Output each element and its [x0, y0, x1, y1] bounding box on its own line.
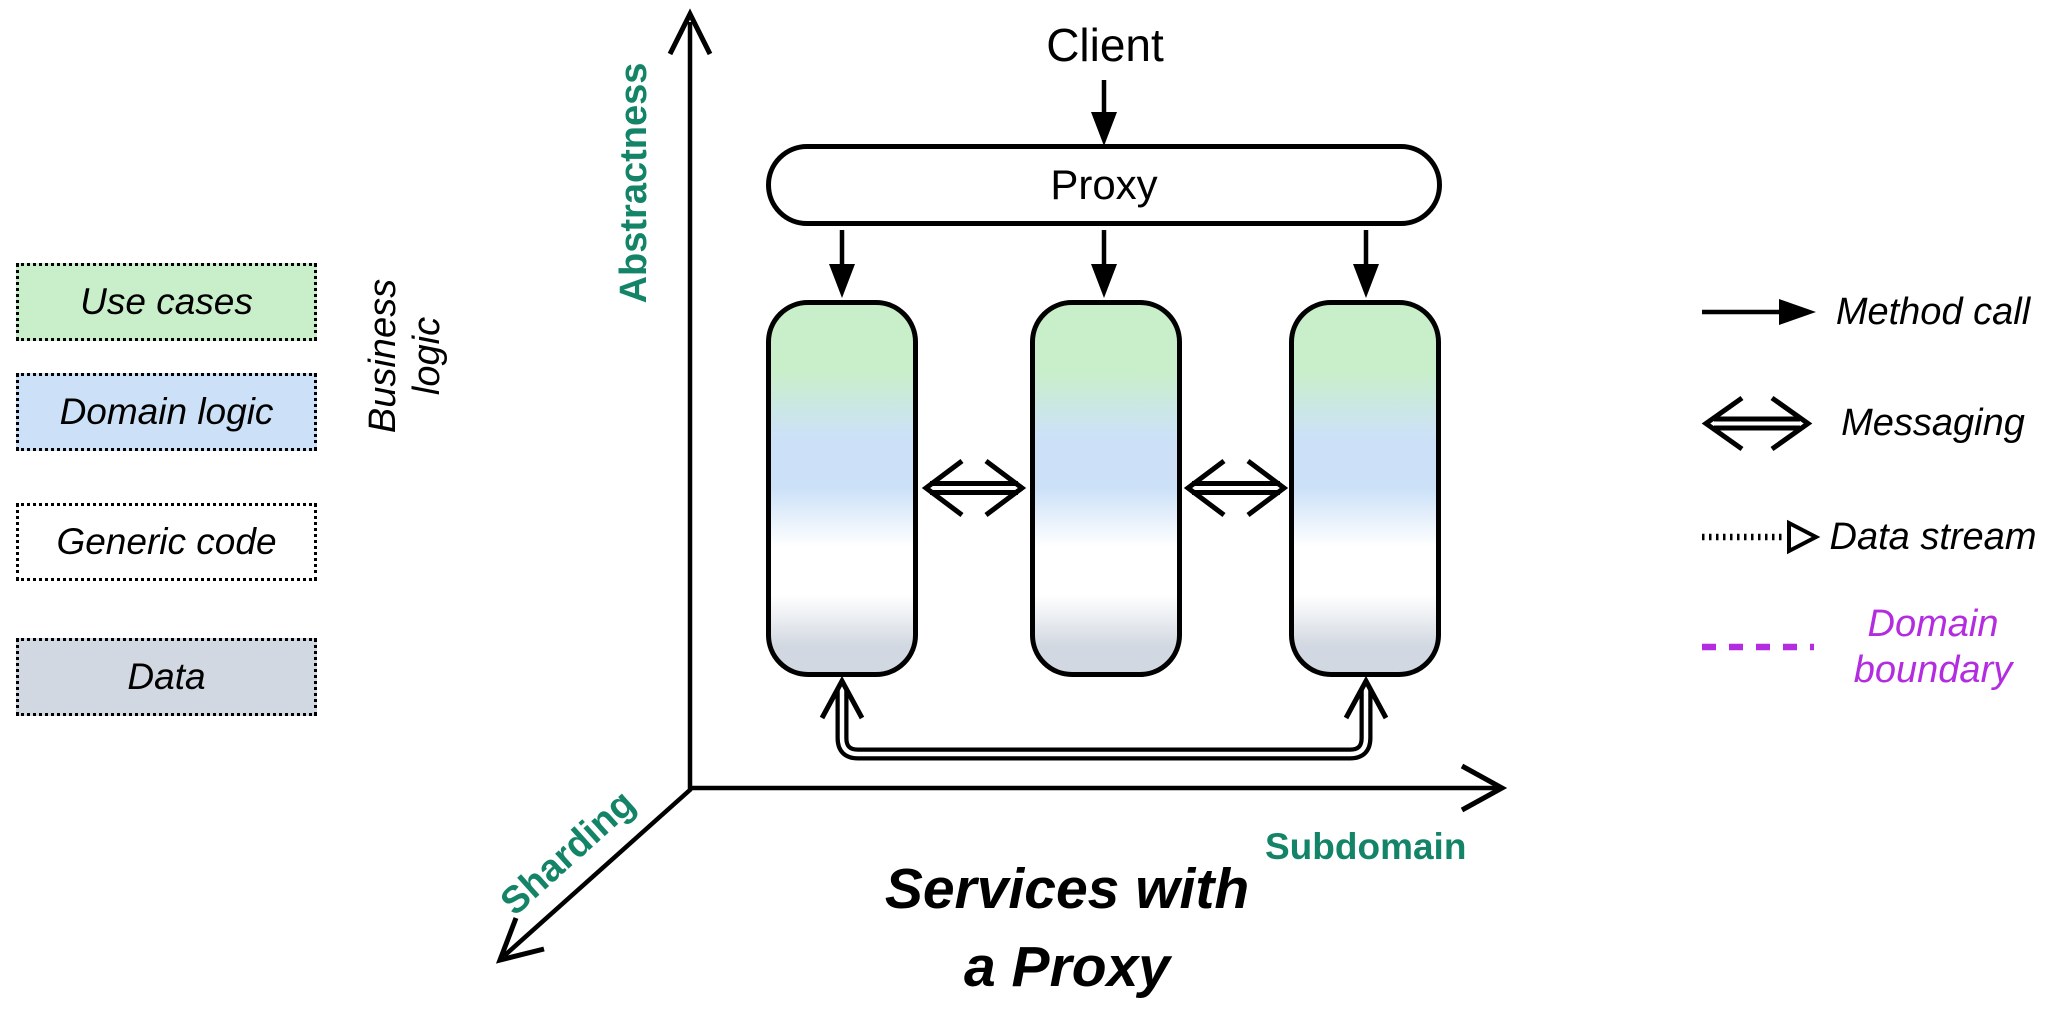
proxy-node: Proxy — [766, 144, 1442, 226]
domain-boundary-label: Domain boundary — [1823, 601, 2043, 693]
abstractness-axis-label: Abstractness — [611, 33, 657, 333]
domain-boundary-line2: boundary — [1853, 649, 2013, 691]
layer-legend-label: Data — [127, 656, 206, 697]
messaging-arrow-2-3 — [1183, 459, 1289, 517]
title-line2: a Proxy — [964, 935, 1170, 999]
proxy-text: Proxy — [1050, 161, 1158, 208]
subdomain-axis-label: Subdomain — [1265, 826, 1467, 868]
subdomain-text: Subdomain — [1265, 826, 1467, 867]
service-column-3 — [1289, 300, 1441, 677]
business-logic-line2: logic — [406, 316, 448, 396]
domain-boundary-line1: Domain — [1867, 603, 1999, 645]
client-label: Client — [1005, 18, 1205, 72]
messaging-arrow-1-2 — [921, 459, 1027, 517]
data-stream-icon — [1702, 519, 1821, 555]
data-stream-label: Data stream — [1823, 513, 2043, 561]
messaging-arrow-1-3-bottom — [819, 675, 1389, 761]
layer-legend-label: Domain logic — [59, 391, 274, 432]
layer-legend-data: Data — [16, 638, 317, 716]
service-column-1 — [766, 300, 918, 677]
proxy-to-service3-arrow — [1353, 230, 1379, 298]
layer-legend-use-cases: Use cases — [16, 263, 317, 341]
diagram-title: Services with a Proxy — [817, 850, 1317, 1006]
business-logic-group-label: Business logic — [357, 246, 453, 466]
data-stream-text: Data stream — [1829, 516, 2037, 558]
layer-legend-domain-logic: Domain logic — [16, 373, 317, 451]
client-text: Client — [1046, 19, 1164, 71]
sharding-axis — [495, 787, 693, 964]
layer-legend-label: Generic code — [56, 521, 277, 562]
abstractness-text: Abstractness — [612, 62, 655, 304]
client-to-proxy-arrow — [1091, 80, 1117, 146]
abstractness-axis — [667, 8, 713, 789]
service-column-2 — [1030, 300, 1182, 677]
proxy-to-service2-arrow — [1091, 230, 1117, 298]
method-call-icon — [1702, 299, 1816, 325]
method-call-text: Method call — [1835, 291, 2031, 333]
title-line1: Services with — [884, 857, 1250, 921]
layer-legend-label: Use cases — [80, 281, 253, 322]
messaging-label: Messaging — [1823, 399, 2043, 447]
messaging-icon — [1701, 395, 1813, 452]
method-call-label: Method call — [1823, 288, 2043, 336]
proxy-to-service1-arrow — [829, 230, 855, 298]
layer-legend-generic-code: Generic code — [16, 503, 317, 581]
subdomain-axis — [690, 763, 1508, 813]
business-logic-line1: Business — [362, 278, 404, 434]
messaging-text: Messaging — [1841, 402, 2025, 444]
